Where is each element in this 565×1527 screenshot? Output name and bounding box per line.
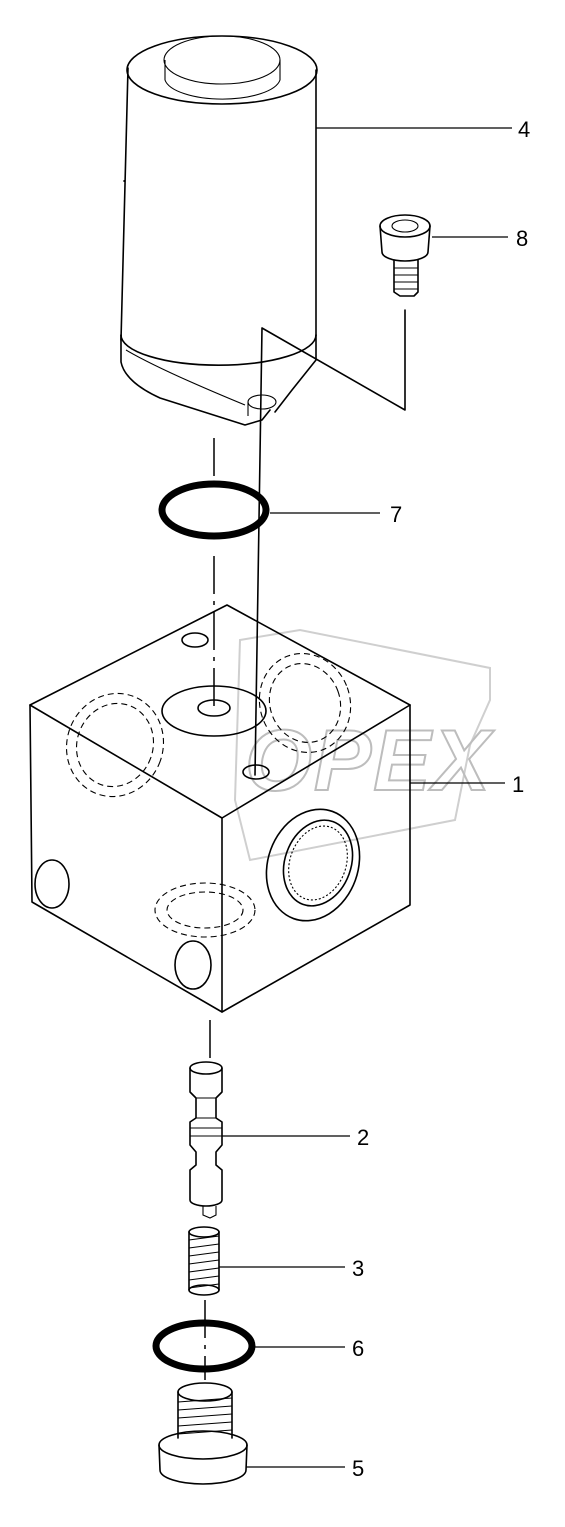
callout-part-8: 8 [516,226,528,251]
cap-screw [379,214,431,297]
valve-spool [189,1061,223,1219]
callout-labels: 4 8 7 1 2 3 6 5 [352,117,530,1481]
o-ring-upper [158,480,270,540]
callout-part-5: 5 [352,1456,364,1481]
spring [188,1226,220,1296]
leader-lines [219,127,512,1468]
plug [158,1382,248,1485]
callout-part-4: 4 [518,117,530,142]
callout-part-3: 3 [352,1256,364,1281]
watermark-logo: OPEX [233,628,495,862]
o-ring-lower [152,1319,256,1373]
screw-path-line [254,309,406,776]
watermark-text: OPEX [245,713,495,809]
callout-part-6: 6 [352,1336,364,1361]
solenoid-coil [120,35,318,426]
callout-part-2: 2 [357,1125,369,1150]
callout-part-1: 1 [512,772,524,797]
callout-part-7: 7 [390,502,402,527]
valve-block [29,604,411,1013]
